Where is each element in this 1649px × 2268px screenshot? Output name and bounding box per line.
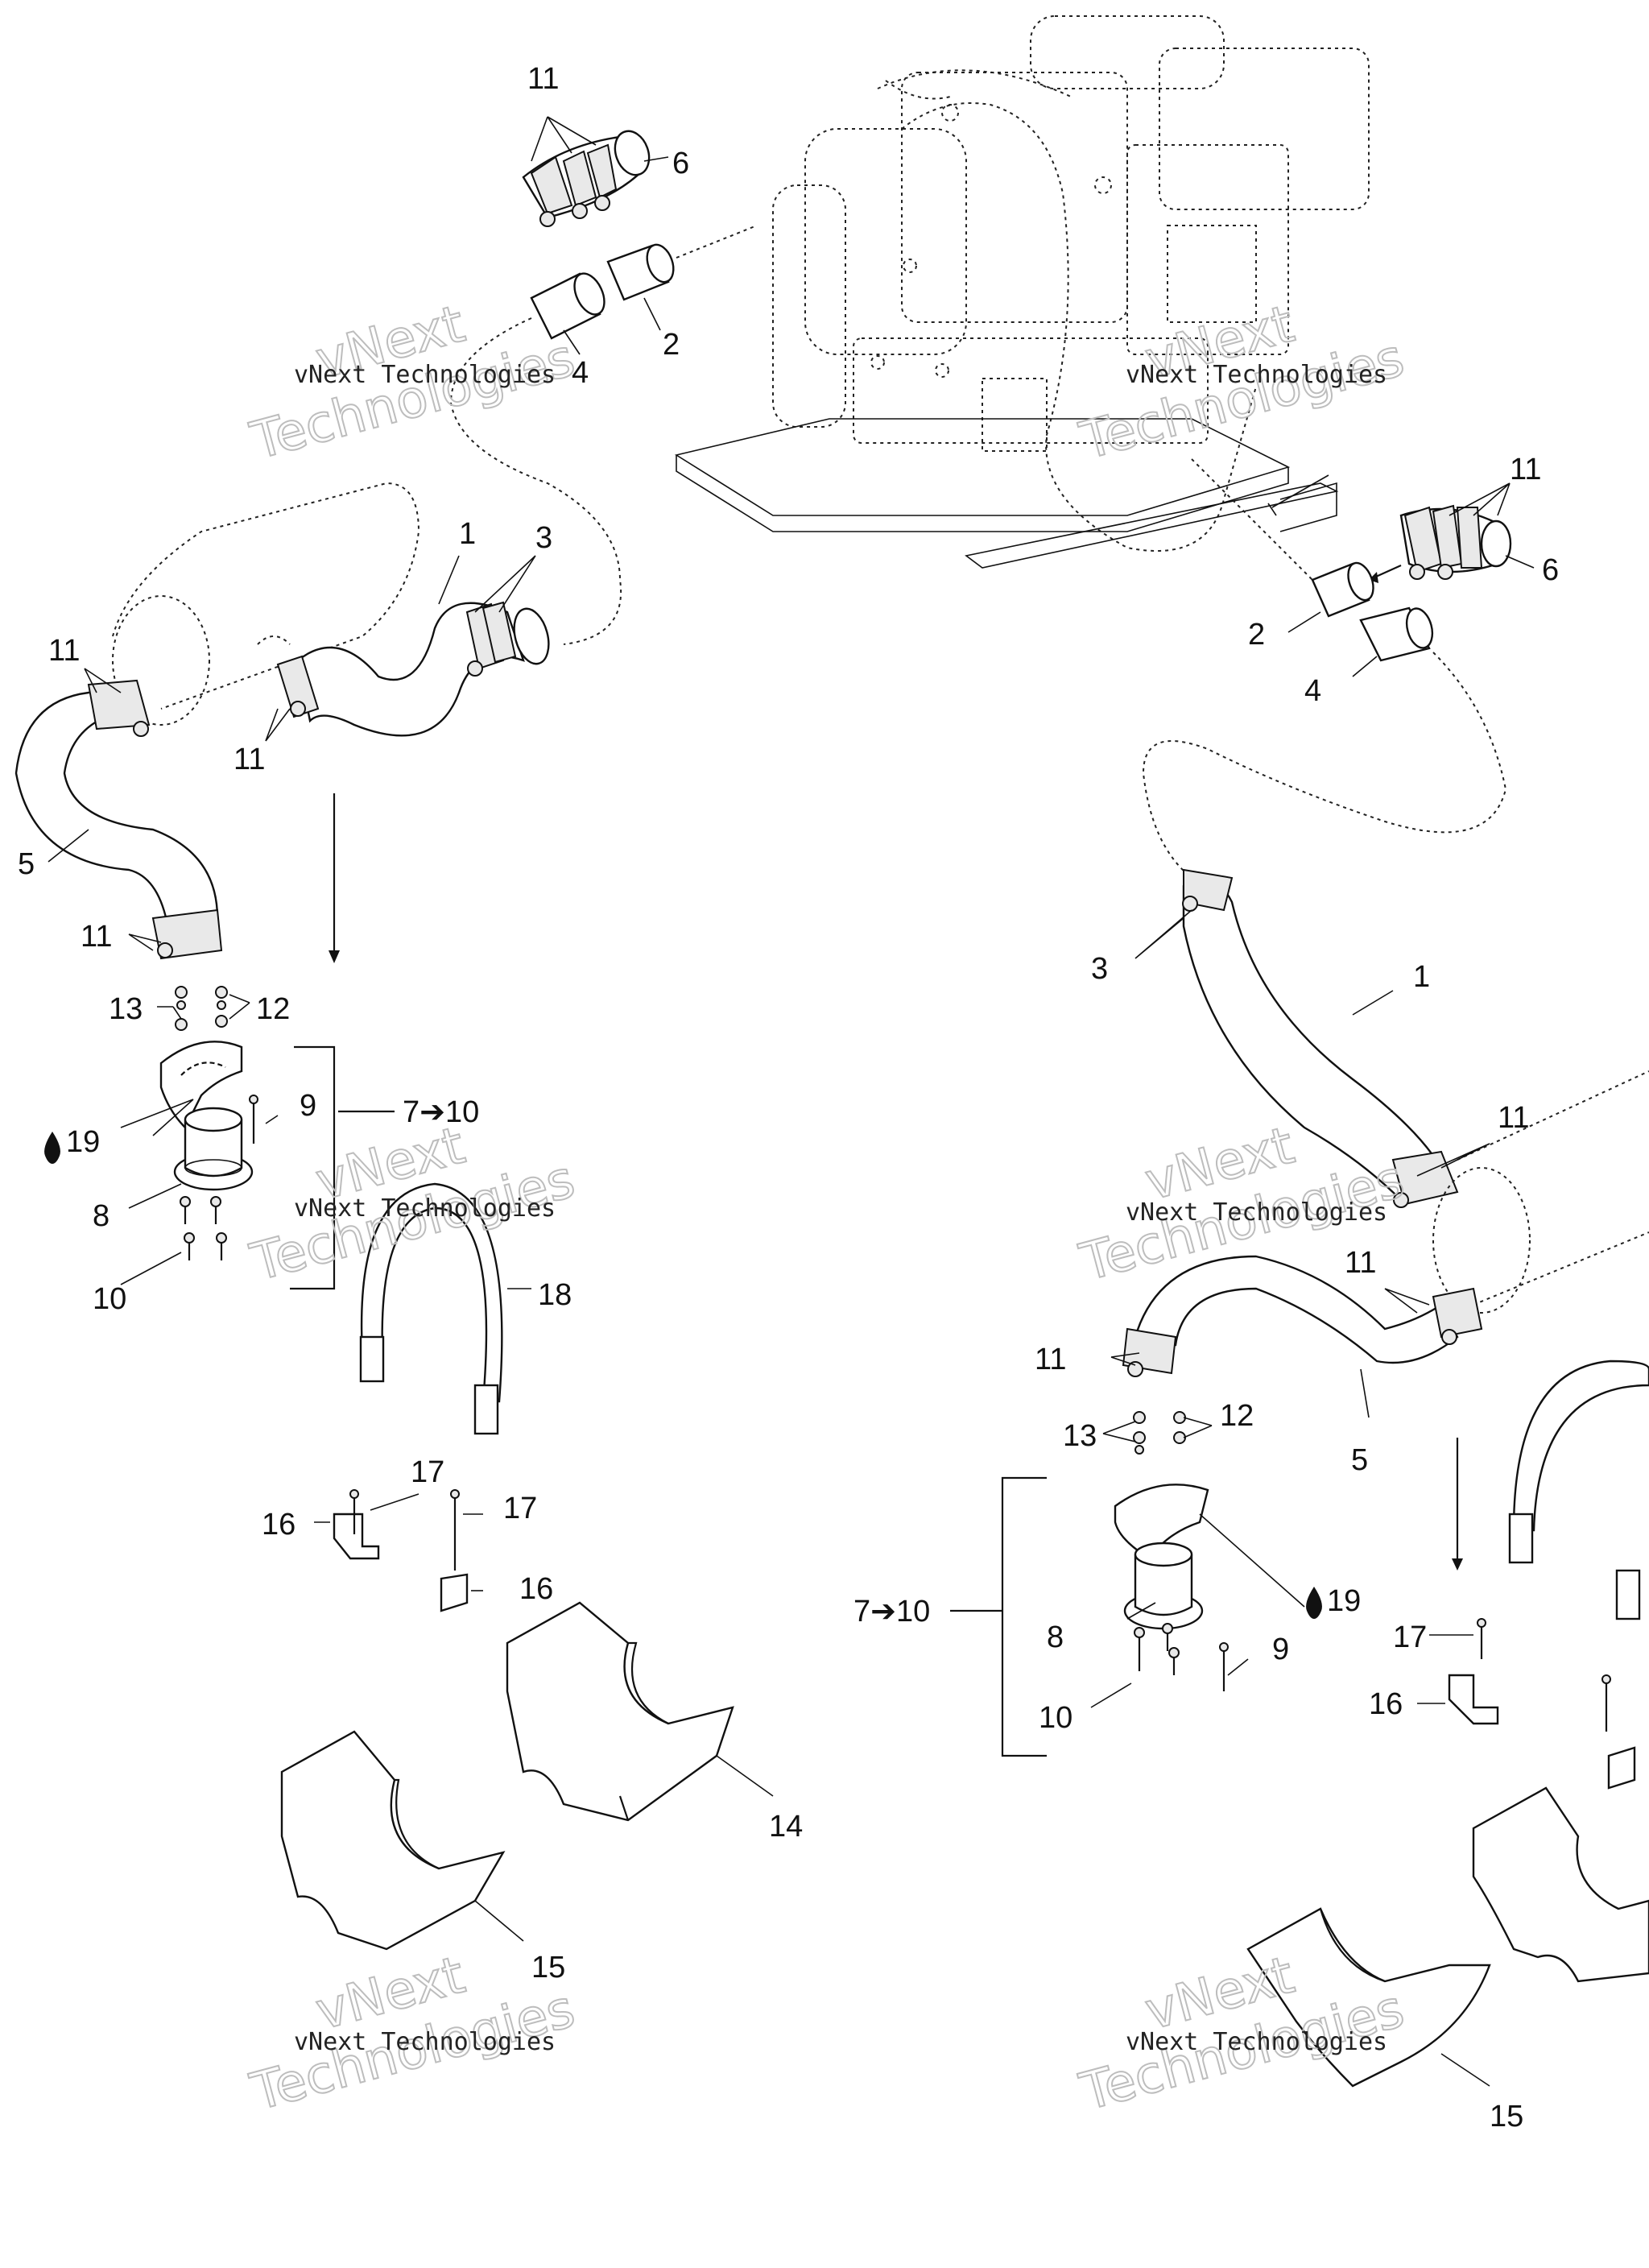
callout-12-left: 12: [256, 992, 290, 1026]
watermark-small: vNext Technologies: [1126, 361, 1387, 389]
arrow-right: [1452, 1438, 1463, 1571]
callout-9-right: 9: [1272, 1633, 1289, 1666]
callout-9-left: 9: [300, 1089, 316, 1123]
bracket-16a-left: [333, 1489, 380, 1560]
arrow-left: [329, 793, 340, 963]
callout-8-left: 8: [93, 1199, 110, 1233]
outlet-8-right: [1114, 1484, 1209, 1630]
callout-1-right: 1: [1413, 960, 1430, 994]
rivet-9-right: [1219, 1642, 1229, 1691]
watermark-small: vNext Technologies: [294, 1194, 556, 1223]
strap-right: [1508, 1360, 1649, 1620]
callout-10-right: 10: [1039, 1701, 1072, 1735]
callout-13-left: 13: [109, 992, 143, 1026]
callout-19-right: 19: [1327, 1584, 1361, 1618]
hose-1-left: [257, 601, 550, 737]
callout-1-left: 1: [459, 517, 476, 551]
foam-block-15-right: [1246, 1907, 1491, 2088]
callout-12-right: 12: [1220, 1399, 1254, 1433]
coupler-6-left: [522, 130, 651, 227]
leaders-right: [1090, 482, 1535, 2087]
bracket-16b-left: [440, 1489, 469, 1612]
callout-18-left: 18: [538, 1278, 572, 1312]
rivet-9-left: [249, 1095, 258, 1144]
watermark-3: vNext Technologies vNext Technologies: [244, 1115, 581, 1294]
callout-11-b-left: 11: [234, 743, 265, 776]
callout-15-right: 15: [1490, 2100, 1523, 2133]
sleeve-4-right: [1359, 606, 1434, 662]
callout-15-left: 15: [531, 1951, 565, 1984]
hose-5-right: [1122, 1255, 1483, 1377]
callout-6-left: 6: [672, 147, 689, 180]
callout-6-right: 6: [1542, 553, 1559, 587]
watermark-small: vNext Technologies: [1126, 1198, 1387, 1227]
sleeve-2-left: [606, 243, 675, 301]
callout-16-right: 16: [1369, 1687, 1403, 1721]
callout-2-left: 2: [663, 328, 680, 362]
watermark-1: vNext Technologies vNext Technologies: [244, 294, 581, 473]
callout-7-10-left: 7➔10: [403, 1095, 479, 1129]
callout-8-right: 8: [1047, 1620, 1064, 1654]
callout-2-right: 2: [1248, 618, 1265, 652]
muffler-right: [1432, 1070, 1649, 1314]
engine-outline: [674, 15, 1370, 569]
callout-14-left: 14: [769, 1810, 803, 1844]
drop-icon-right: [1306, 1587, 1322, 1619]
foam-block-right-upper: [1472, 1786, 1649, 1983]
drop-icon-left: [44, 1132, 60, 1164]
callout-17-b-left: 17: [503, 1492, 537, 1525]
callout-19-left: 19: [66, 1125, 100, 1159]
callout-13-right: 13: [1063, 1419, 1097, 1453]
callout-11-a-left: 11: [48, 634, 80, 668]
callout-11-c-right: 11: [1035, 1343, 1066, 1376]
callout-10-left: 10: [93, 1282, 126, 1316]
callout-4-right: 4: [1304, 674, 1321, 708]
outlet-8-left: [159, 1041, 254, 1191]
callout-4-left: 4: [572, 356, 589, 390]
callout-7-10-right: 7➔10: [853, 1595, 930, 1629]
watermark-small: vNext Technologies: [294, 2028, 556, 2056]
bracket-16-right: [1448, 1618, 1636, 1790]
watermark-5: vNext Technologies vNext Technologies: [244, 1945, 581, 2124]
hose-5-left: [14, 679, 223, 960]
callout-5-right: 5: [1351, 1443, 1368, 1477]
callout-16-a-left: 16: [262, 1508, 295, 1542]
foam-block-15-left: [280, 1730, 506, 1951]
foam-block-14-left: [506, 1601, 734, 1822]
leaders-left: [48, 116, 774, 1942]
callout-5-left: 5: [18, 847, 35, 881]
callout-11-top-right: 11: [1510, 453, 1541, 486]
muffler-left: [112, 482, 420, 726]
callout-3-left: 3: [535, 521, 552, 555]
watermark-small: vNext Technologies: [1126, 2028, 1387, 2056]
callout-11-c-left: 11: [81, 920, 112, 954]
callout-16-b-left: 16: [519, 1572, 553, 1606]
watermark-2: vNext Technologies vNext Technologies: [1073, 294, 1411, 473]
coupler-6-right: [1399, 504, 1512, 580]
nuts-washers-right: [1133, 1411, 1186, 1455]
group-bracket-left: [290, 1045, 336, 1290]
callout-3-right: 3: [1091, 952, 1108, 986]
screws-10-left: [180, 1196, 227, 1260]
group-bracket-right: [1001, 1476, 1047, 1757]
callout-17-a-left: 17: [411, 1455, 444, 1489]
callout-11-b-right: 11: [1345, 1246, 1376, 1280]
watermark-small: vNext Technologies: [294, 361, 556, 389]
callout-11-a-right: 11: [1498, 1101, 1529, 1135]
callout-labels-left: 11 6 4 2 1 3 11 11 5 11 13 12 19 9 7➔10 …: [18, 62, 803, 1984]
callout-labels-right: 11 6 2 4 3 1 11 11 11 5 13 12 7➔10 8 19 …: [853, 453, 1559, 2133]
callout-17-right: 17: [1393, 1620, 1427, 1654]
strap-18-left: [359, 1182, 503, 1435]
screws-10-right: [1134, 1623, 1180, 1675]
sleeve-2-right: [1311, 561, 1374, 618]
callout-11-top-left: 11: [527, 62, 559, 96]
nuts-washers-left: [175, 986, 228, 1031]
sleeve-4-left: [530, 272, 605, 340]
